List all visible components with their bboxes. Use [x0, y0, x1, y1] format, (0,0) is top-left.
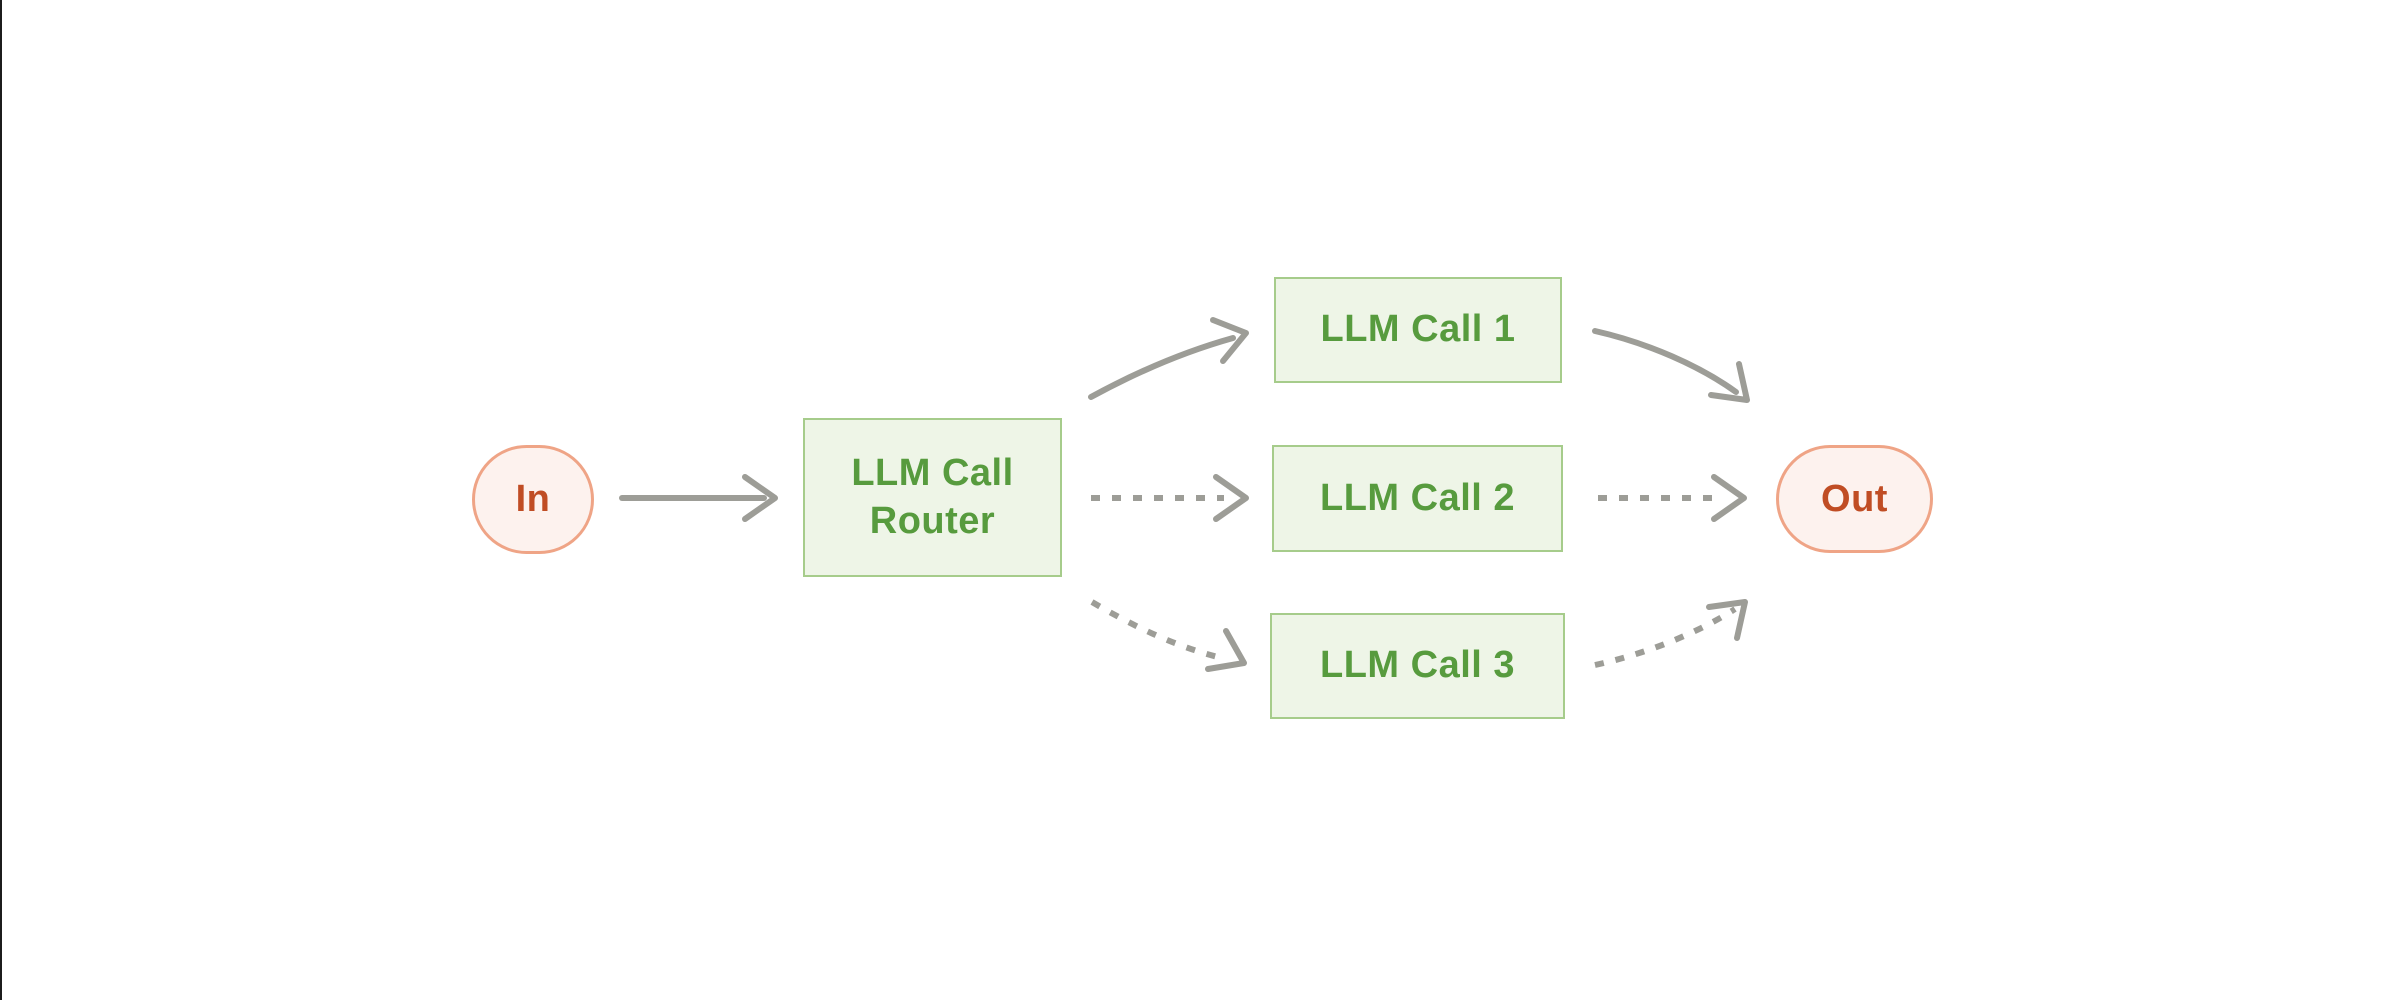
edge-call2-to-out [1598, 474, 1747, 522]
node-llm-call-2: LLM Call 2 [1272, 445, 1563, 552]
arrowhead-icon [1711, 474, 1747, 522]
arrowhead-icon [742, 474, 778, 522]
node-llm-call-1: LLM Call 1 [1274, 277, 1562, 383]
arrowhead-icon [1213, 474, 1249, 522]
arrowhead-icon [1205, 628, 1247, 672]
node-out: Out [1776, 445, 1933, 553]
node-out-label: Out [1821, 477, 1888, 520]
node-router-label: LLM Call Router [851, 452, 1014, 542]
node-call2-label: LLM Call 2 [1319, 476, 1516, 519]
edge-call1-to-out [1592, 328, 1750, 403]
node-llm-call-router: LLM Call Router [803, 418, 1062, 577]
node-call1-label: LLM Call 1 [1320, 308, 1516, 351]
node-llm-call-3: LLM Call 3 [1270, 613, 1565, 719]
edge-router-to-call2 [1091, 474, 1249, 522]
edge-call3-to-out [1594, 599, 1748, 668]
arrowhead-icon [1706, 599, 1748, 641]
edge-in-to-router [619, 474, 778, 522]
left-border-line [0, 0, 2, 1000]
arrowhead-icon [1708, 361, 1750, 403]
node-in: In [472, 445, 594, 554]
node-call3-label: LLM Call 3 [1319, 644, 1516, 687]
arrowhead-icon [1210, 317, 1249, 364]
node-in-label: In [515, 478, 551, 520]
edge-router-to-call3 [1090, 599, 1247, 672]
edge-router-to-call1 [1088, 317, 1249, 400]
